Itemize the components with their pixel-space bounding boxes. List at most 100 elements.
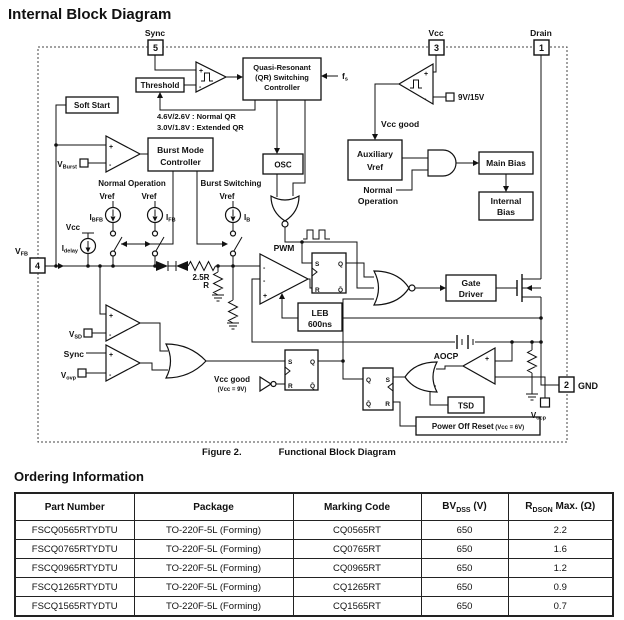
9v15v-pad — [445, 92, 455, 102]
switch-contact — [109, 250, 117, 257]
latch-sync — [284, 349, 319, 391]
figure-title: Functional Block Diagram — [278, 447, 396, 458]
label-qr-2: (QR) Switching — [255, 73, 309, 82]
label-2-5r: 2.5R — [193, 273, 210, 282]
ground-symbols — [212, 294, 538, 401]
figure-number: Figure 2. — [202, 447, 242, 458]
comparator-marks: + - + - + - - - + + - + - + - — [109, 68, 489, 383]
label-vcc-good-2-note: (Vcc = 9V) — [218, 387, 247, 393]
source-arrow-line — [87, 209, 234, 248]
col-bvdss: BVDSS (V) — [420, 492, 509, 521]
wires — [45, 55, 559, 427]
switch-contact — [229, 250, 237, 257]
label-vref: Vref — [141, 192, 156, 201]
label-ifb: IFB — [166, 213, 176, 224]
label-vburst: VBurst — [57, 160, 77, 171]
label-aocp: AOCP — [434, 351, 459, 361]
label-soft-start: Soft Start — [74, 101, 110, 110]
cell-rdson: 0.9 — [507, 577, 614, 597]
label-int-2: Bias — [497, 207, 515, 217]
hysteresis-icon — [410, 79, 422, 89]
mosfet-icon — [516, 274, 523, 302]
label-vovp: Vovp — [61, 371, 77, 382]
label-vcc-small: Vcc — [66, 223, 81, 232]
inverter-bubble — [270, 380, 277, 388]
cell-bvdss: 650 — [420, 596, 509, 617]
label-gate-2: Driver — [459, 289, 484, 299]
pin-label-vfb: VFB — [15, 246, 28, 258]
table-header-row: Part Number Package Marking Code BVDSS (… — [14, 492, 614, 521]
pin-num-2: 2 — [564, 380, 569, 390]
ordering-table: Part Number Package Marking Code BVDSS (… — [14, 492, 614, 617]
svg-text:-: - — [263, 265, 266, 272]
cell-package: TO-220F-5L (Forming) — [133, 596, 294, 617]
label-vsd: VSD — [69, 330, 82, 341]
col-part-number: Part Number — [14, 492, 135, 521]
label-vcc-good-2: Vcc good — [214, 375, 250, 384]
cell-bvdss: 650 — [420, 558, 509, 578]
vovp-pad — [77, 368, 87, 378]
table-row: FSCQ0765RTYDTU TO-220F-5L (Forming) CQ07… — [14, 539, 614, 559]
cell-part: FSCQ0965RTYDTU — [14, 558, 135, 578]
cell-package: TO-220F-5L (Forming) — [133, 577, 294, 597]
sync-ovp-comparator — [105, 344, 142, 382]
cell-marking: CQ0565RT — [292, 520, 422, 540]
label-qr-1: Quasi-Resonant — [253, 63, 311, 72]
block-leb — [297, 302, 343, 332]
label-vref: Vref — [99, 192, 114, 201]
label-vcc-good: Vcc good — [381, 119, 419, 129]
svg-text:+: + — [109, 144, 113, 151]
svg-text:-: - — [109, 162, 112, 169]
label-threshold: Threshold — [141, 81, 180, 90]
cell-rdson: 0.7 — [507, 596, 614, 617]
label-pwm: PWM — [274, 243, 295, 253]
inverter-icon — [259, 375, 273, 393]
latch-clock-marks — [284, 267, 394, 392]
label-qr-3: Controller — [264, 83, 300, 92]
label-aux-1: Auxiliary — [357, 149, 393, 159]
cell-marking: CQ1265RT — [292, 577, 422, 597]
svg-text:+: + — [263, 293, 267, 300]
svg-text:+: + — [424, 71, 428, 78]
cell-package: TO-220F-5L (Forming) — [133, 520, 294, 540]
svg-text:+: + — [109, 313, 113, 320]
latch-labels: S Q R Q̄ S Q R Q̄ Q S Q̄ R — [288, 261, 391, 408]
cell-rdson: 1.2 — [507, 558, 614, 578]
table-row: FSCQ1265RTYDTU TO-220F-5L (Forming) CQ12… — [14, 577, 614, 597]
nor-bubble — [281, 220, 289, 228]
label-main-bias: Main Bias — [486, 158, 526, 168]
cell-part: FSCQ0565RTYDTU — [14, 520, 135, 540]
vsd-pad — [83, 328, 93, 338]
nor-bubble — [408, 284, 416, 292]
pin-num-1: 1 — [539, 43, 544, 53]
col-rdson: RDSON Max. (Ω) — [507, 492, 614, 521]
switch-contact — [229, 230, 237, 237]
pin-3-vcc — [428, 39, 445, 56]
svg-text:R: R — [385, 401, 390, 408]
cell-package: TO-220F-5L (Forming) — [133, 558, 294, 578]
svg-text:Q: Q — [366, 377, 371, 384]
block-power-off-reset — [415, 416, 541, 436]
cell-part: FSCQ1265RTYDTU — [14, 577, 135, 597]
burst-comparator — [105, 135, 142, 173]
label-normal-2b: Operation — [358, 196, 398, 206]
and-gate — [427, 149, 457, 177]
diode-icon — [176, 261, 188, 271]
pin-4-vfb — [29, 257, 46, 274]
pin-5-sync — [147, 39, 164, 56]
switch-contact — [151, 230, 159, 237]
label-osc: OSC — [274, 161, 292, 170]
label-int-1: Internal — [491, 196, 522, 206]
label-burst-switching: Burst Switching — [201, 179, 262, 188]
protection-or-gate — [404, 361, 438, 393]
label-power-off-reset: Power Off Reset (Vcc = 6V) — [432, 422, 524, 431]
ordering-information-title: Ordering Information — [14, 469, 144, 484]
pwm-comparator — [259, 253, 310, 305]
block-osc — [262, 153, 304, 175]
cell-rdson: 1.6 — [507, 539, 614, 559]
pin-num-5: 5 — [153, 43, 158, 53]
label-sync-2: Sync — [64, 349, 85, 359]
svg-text:Q̄: Q̄ — [310, 381, 315, 390]
cell-part: FSCQ0765RTYDTU — [14, 539, 135, 559]
